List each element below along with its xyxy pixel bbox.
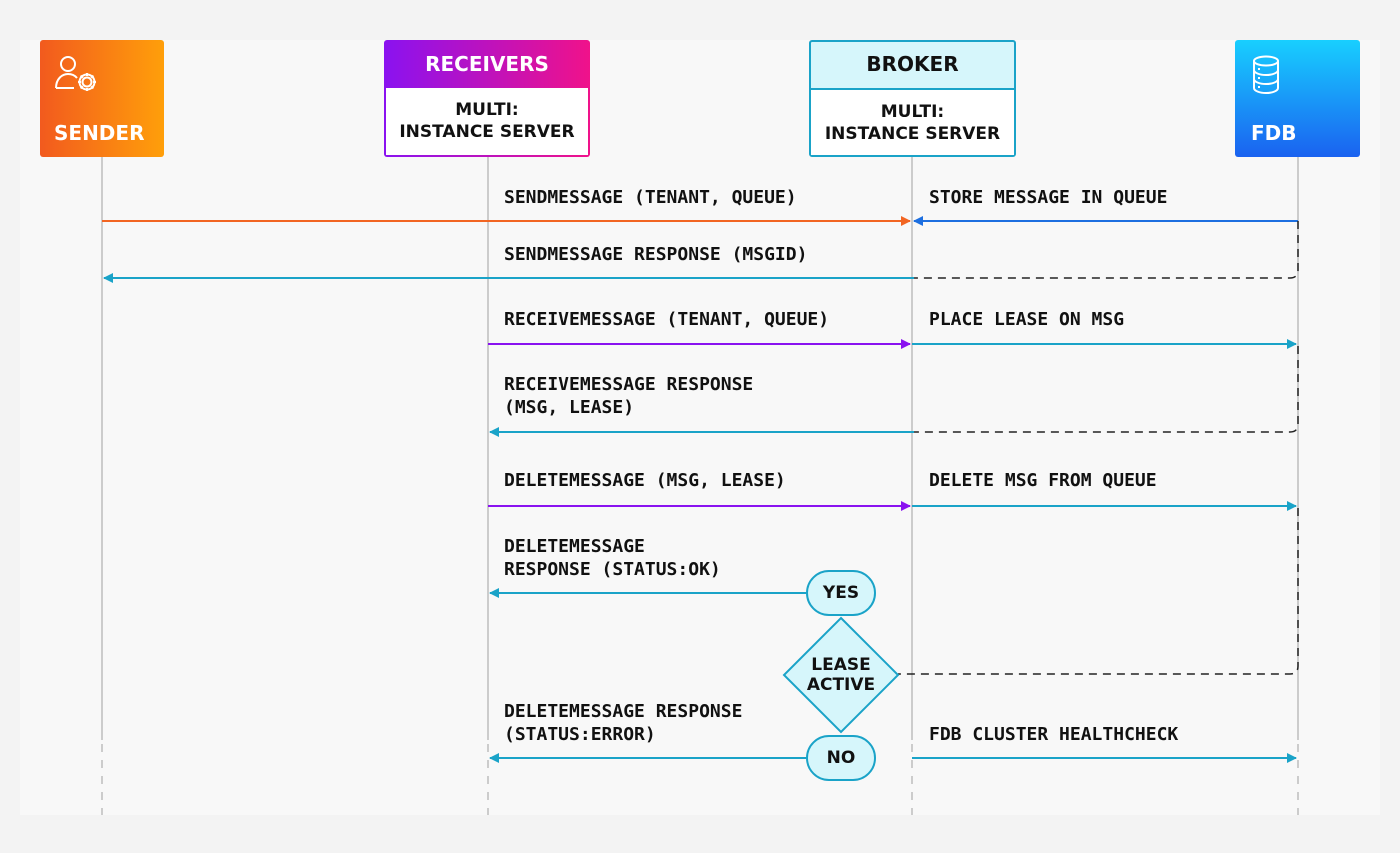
lease-active-diamond [782,616,900,734]
send-response-label: SENDMESSAGE RESPONSE (MSGID) [504,244,808,265]
receive-response-label-1: RECEIVEMESSAGE RESPONSE [504,374,754,395]
delete-label: DELETEMESSAGE (MSG, LEASE) [504,470,786,491]
fdb-title: FDB [1251,121,1297,145]
yes-pill: YES [806,570,876,616]
fdb-box: FDB [1235,40,1360,157]
healthcheck-label: FDB CLUSTER HEALTHCHECK [929,724,1179,745]
receivers-title: RECEIVERS [425,52,549,76]
broker-subtitle-line2: INSTANCE SERVER [824,124,1001,144]
receivers-subtitle-line2: INSTANCE SERVER [399,122,575,142]
broker-box: BROKER MULTI: INSTANCE SERVER [809,40,1016,157]
receivers-subtitle: MULTI: INSTANCE SERVER [386,88,588,155]
lease-active-line1: LEASE [811,655,871,675]
receivers-subtitle-line1: MULTI: [455,100,519,120]
place-lease-label: PLACE LEASE ON MSG [929,309,1125,330]
broker-subtitle-line1: MULTI: [880,102,945,122]
receive-response-label-2: (MSG, LEASE) [504,397,635,418]
lease-return-dashed [914,346,1299,433]
sender-box: SENDER [40,40,164,157]
store-return-dashed [914,221,1299,279]
receivers-box: RECEIVERS MULTI: INSTANCE SERVER [384,40,590,157]
delete-error-label-1: DELETEMESSAGE RESPONSE [504,701,743,722]
store-label: STORE MESSAGE IN QUEUE [929,187,1168,208]
database-icon [1253,55,1279,95]
delete-ok-label-2: RESPONSE (STATUS:OK) [504,559,721,580]
delete-error-label-2: (STATUS:ERROR) [504,724,656,745]
sender-title: SENDER [54,121,145,145]
receive-label: RECEIVEMESSAGE (TENANT, QUEUE) [504,309,830,330]
broker-title: BROKER [866,52,959,76]
user-gear-icon [55,56,96,91]
diagram-canvas [20,40,1380,815]
lease-active-line2: ACTIVE [806,675,876,695]
lease-active-label: LEASE ACTIVE [786,655,896,695]
no-pill: NO [806,735,876,781]
send-label: SENDMESSAGE (TENANT, QUEUE) [504,187,797,208]
delete-ok-label-1: DELETEMESSAGE [504,536,645,557]
delete-return-dashed [898,508,1299,675]
broker-subtitle: MULTI: INSTANCE SERVER [811,88,1014,155]
delete-from-queue-label: DELETE MSG FROM QUEUE [929,470,1157,491]
